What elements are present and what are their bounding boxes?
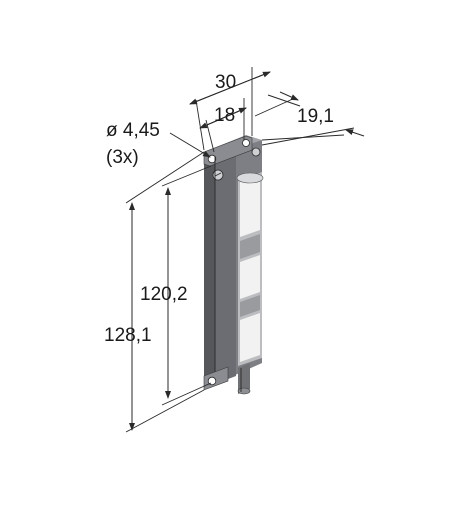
led-segment-3 — [240, 255, 260, 299]
dimension-hole-diameter: ø 4,45 (3x) — [106, 120, 211, 168]
led-segment-4 — [240, 295, 260, 317]
top-right-screw — [251, 147, 261, 157]
top-screw-slot — [214, 172, 222, 177]
dimension-width-inner: 18 — [199, 98, 247, 153]
label-hole-diameter: ø 4,45 — [106, 120, 160, 141]
label-width-total: 30 — [215, 72, 236, 93]
label-height-total: 128,1 — [104, 325, 152, 346]
sensor-body — [203, 135, 264, 395]
label-hole-count: (3x) — [106, 147, 139, 168]
led-segment-2 — [240, 234, 260, 259]
housing-side-face — [204, 148, 215, 384]
cable-end — [237, 387, 251, 395]
dimension-height-inner: 120,2 — [140, 165, 212, 406]
dimension-depth: 19,1 — [254, 91, 365, 146]
label-height-inner: 120,2 — [140, 284, 188, 305]
housing-front-shade — [215, 149, 236, 384]
label-width-inner: 18 — [214, 105, 235, 126]
led-segment-1 — [240, 175, 260, 237]
label-depth: 19,1 — [297, 106, 334, 127]
dimension-height-total: 128,1 — [104, 151, 205, 433]
bottom-mounting-hole — [207, 376, 217, 386]
top-mounting-hole — [242, 139, 250, 147]
led-segment-5 — [240, 313, 260, 362]
led-window-cap — [236, 172, 264, 184]
dimension-width-total: 30 — [189, 67, 271, 151]
